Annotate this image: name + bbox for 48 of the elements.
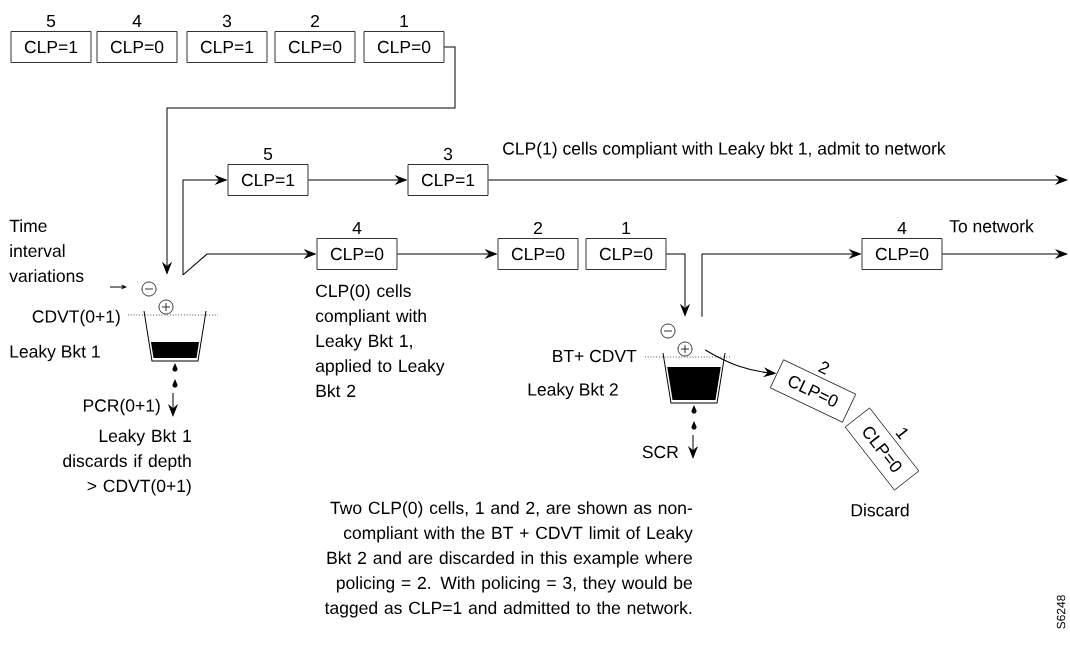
note-text: CLP(0) cells compliant with Leaky Bkt 1, applied to Leaky Bkt 2 bbox=[315, 284, 445, 398]
bucket-label: Leaky Bkt 2 bbox=[528, 382, 618, 400]
cell-number: 4 bbox=[132, 15, 142, 27]
arrow bbox=[182, 175, 227, 276]
leaky-bucket-drawing bbox=[141, 281, 207, 388]
cell-number: 3 bbox=[443, 147, 453, 161]
leaky-bucket-drawing bbox=[660, 323, 726, 430]
cell-number: 1 bbox=[622, 222, 630, 234]
edge-label: To network bbox=[948, 218, 1035, 234]
arrow bbox=[941, 249, 1068, 259]
arrow bbox=[162, 46, 456, 274]
cell-number: 5 bbox=[263, 147, 273, 161]
cell-box: CLP=1 bbox=[407, 164, 489, 196]
cell-box: CLP=0 bbox=[585, 238, 667, 270]
note-text: Leaky Bkt 1 discards if depth > CDVT(0+1) bbox=[63, 429, 191, 496]
flow-label: PCR(0+1) bbox=[83, 398, 160, 416]
cell-box: CLP=0 bbox=[274, 31, 356, 63]
arrow bbox=[665, 253, 690, 316]
figure-id: S6248 bbox=[1056, 595, 1066, 629]
arrow bbox=[182, 249, 316, 276]
flow-label: SCR bbox=[642, 445, 678, 459]
cell-box: CLP=0 bbox=[363, 31, 445, 63]
cell-box: CLP=0 bbox=[497, 238, 579, 270]
cell-number: 4 bbox=[897, 222, 907, 234]
edge-label: CLP(1) cells compliant with Leaky bkt 1, admit to network bbox=[501, 140, 947, 160]
cell-number: 1 bbox=[400, 15, 408, 27]
cell-box: CLP=0 bbox=[316, 238, 398, 270]
note-paragraph: Two CLP(0) cells, 1 and 2, are shown as non-compliant with the BT + CDVT limit of Leaky Bkt 2 and are discarded in this example where policing = 2. With policing = 3, they would be tagged as CLP=1 and admitted to the network. bbox=[324, 501, 693, 618]
cell-box: CLP=0 bbox=[861, 238, 943, 270]
cell-number: 5 bbox=[46, 14, 56, 28]
arrow bbox=[396, 249, 497, 259]
arrow bbox=[487, 175, 1068, 185]
arrow bbox=[307, 175, 407, 185]
cell-number: 2 bbox=[534, 221, 542, 235]
note-text: Time interval variations bbox=[9, 219, 84, 283]
cell-number: 4 bbox=[352, 222, 362, 234]
cell-box: CLP=1 bbox=[186, 31, 268, 63]
cell-number: 2 bbox=[818, 361, 830, 375]
bucket-label: Leaky Bkt 1 bbox=[10, 344, 100, 362]
cell-number: 3 bbox=[222, 14, 232, 28]
arrow bbox=[704, 349, 776, 377]
bucket-label: BT+ CDVT bbox=[553, 349, 637, 363]
cell-box: CLP=0 bbox=[96, 31, 178, 63]
cell-box: CLP=1 bbox=[10, 31, 92, 63]
arrow bbox=[701, 249, 861, 318]
cell-number: 2 bbox=[311, 14, 319, 28]
cell-box: CLP=1 bbox=[227, 164, 309, 196]
bucket-label: CDVT(0+1) bbox=[32, 309, 120, 327]
